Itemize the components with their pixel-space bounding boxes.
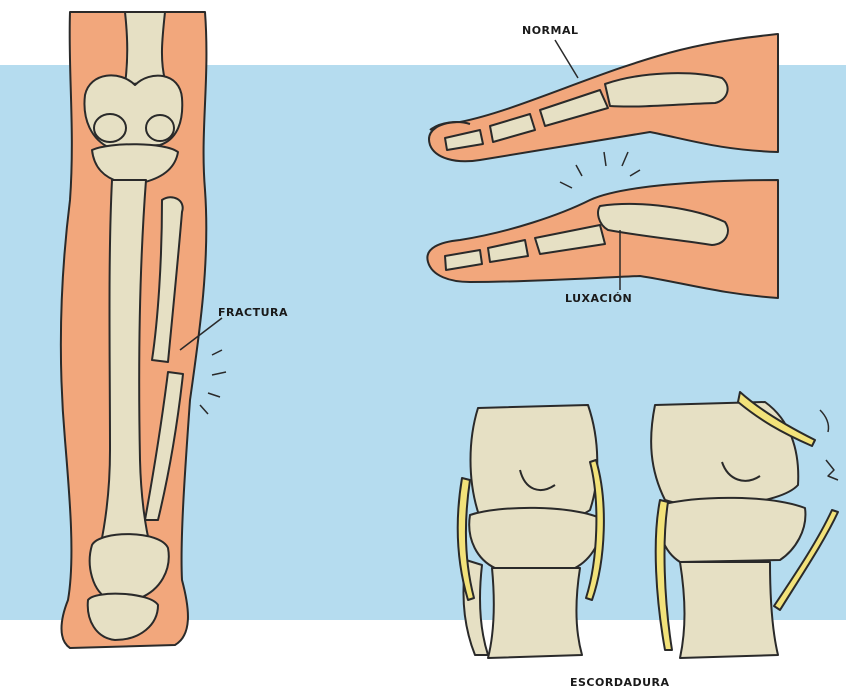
femur-bone: [125, 12, 165, 85]
knee-normal: [458, 405, 604, 658]
label-fractura: FRACTURA: [218, 306, 288, 319]
label-escordadura: ESCORDADURA: [570, 676, 670, 689]
label-luxacion: LUXACIÓN: [565, 292, 632, 305]
patella: [94, 114, 126, 142]
label-normal: NORMAL: [522, 24, 579, 37]
